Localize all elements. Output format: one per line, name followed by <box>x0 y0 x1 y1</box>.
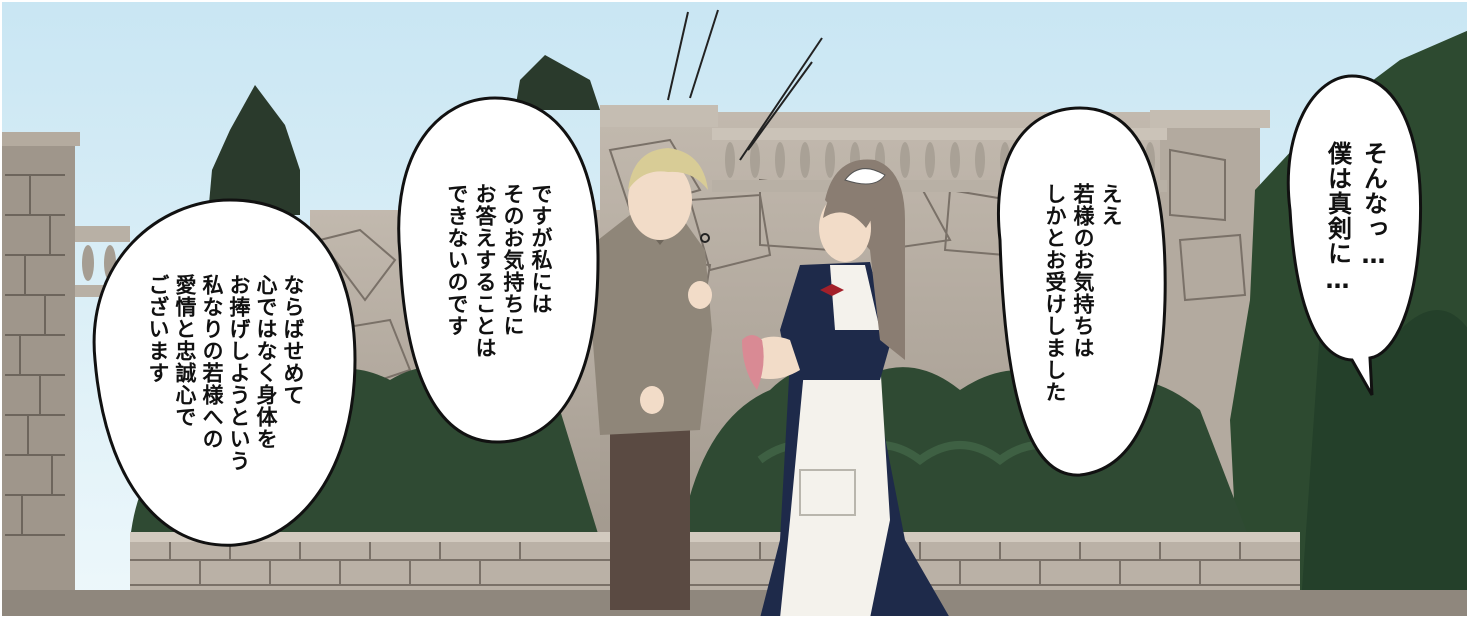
low-stone-wall <box>0 532 1469 618</box>
speech-bubble-shapes <box>92 74 1423 547</box>
young-master-figure <box>592 148 712 610</box>
bubble-shape-4 <box>1286 74 1423 396</box>
dialogue-text-3: ええ 若様のお気持ちは しかとお受けしました <box>1043 183 1123 403</box>
background-tree-left <box>208 85 300 215</box>
bubble-shape-2 <box>397 96 600 444</box>
stone-pillar-left <box>0 132 80 608</box>
speech-bubble-left: ならばせめて 心ではなく身体を お捧げしようという 私なりの若様への 愛情と忠誠… <box>105 210 345 535</box>
dialogue-text-2: ですが私には そのお気持ちに お答えすることは できないのです <box>445 182 553 359</box>
dialogue-text-1: ならばせめて 心ではなく身体を お捧げしようという 私なりの若様への 愛情と忠誠… <box>146 273 305 472</box>
dialogue-text-4: そんなっ… 僕は真剣に… <box>1323 141 1388 295</box>
speech-bubble-center: ですが私には そのお気持ちに お答えすることは できないのです <box>408 108 590 433</box>
background-tree-center <box>515 55 600 110</box>
bubble-shape-3 <box>997 106 1167 477</box>
speech-bubble-far-right: そんなっ… 僕は真剣に… <box>1298 88 1413 348</box>
speech-bubble-right: ええ 若様のお気持ちは しかとお受けしました <box>1008 118 1158 468</box>
bubble-shape-1 <box>92 198 357 547</box>
maid-figure <box>742 159 950 618</box>
motion-lines <box>667 9 823 243</box>
